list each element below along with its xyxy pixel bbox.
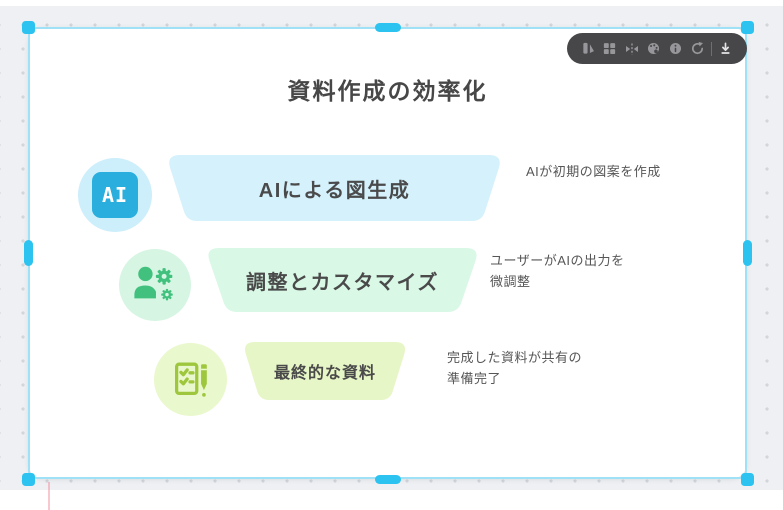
step-banner-1[interactable]: AIによる図生成 <box>166 155 503 221</box>
checklist-pen-icon[interactable] <box>154 343 227 416</box>
selection-handle-bottom-right[interactable] <box>740 472 754 486</box>
download-button[interactable] <box>718 41 734 57</box>
layout-icon <box>604 43 616 55</box>
diagram-title: 資料作成の効率化 <box>287 78 488 104</box>
refresh-button[interactable] <box>689 41 705 57</box>
flip-horizontal-icon <box>625 43 638 54</box>
download-icon <box>721 42 731 54</box>
step-note-2: ユーザーがAIの出力を 微調整 <box>490 253 625 289</box>
bottom-strip <box>0 490 783 510</box>
selection-handle-left-middle[interactable] <box>23 240 33 266</box>
banner-shape <box>245 342 406 400</box>
snap-guide-line <box>48 482 50 510</box>
selection-handle-top-left[interactable] <box>21 20 35 34</box>
selection-handle-top-middle[interactable] <box>374 22 401 32</box>
step-banner-2[interactable]: 調整とカスタマイズ <box>205 248 480 312</box>
step-label: 最終的な資料 <box>273 365 376 382</box>
banner-shape <box>208 248 477 312</box>
palette-button[interactable] <box>646 41 662 57</box>
element-toolbar <box>567 33 747 64</box>
style-button[interactable] <box>580 41 596 57</box>
user-gear-icon[interactable] <box>119 249 191 321</box>
layout-button[interactable] <box>602 41 618 57</box>
flip-horizontal-button[interactable] <box>624 41 640 57</box>
checklist-pen-glyph <box>174 362 207 397</box>
toolbar-divider <box>711 41 713 56</box>
info-icon <box>669 42 681 55</box>
user-gear-glyph <box>134 266 173 301</box>
selection-handle-right-middle[interactable] <box>742 240 752 266</box>
step-note-1: AIが初期の図案を作成 <box>526 164 661 179</box>
step-label: 調整とカスタマイズ <box>246 271 439 294</box>
selection-handle-bottom-left[interactable] <box>21 472 35 486</box>
ai-square: AI <box>92 172 138 218</box>
step-label: AIによる図生成 <box>258 179 411 202</box>
ai-badge-text: AI <box>101 183 129 207</box>
step-banner-3[interactable]: 最終的な資料 <box>242 342 408 400</box>
selection-handle-top-right[interactable] <box>740 20 754 34</box>
refresh-icon <box>691 41 703 55</box>
style-icon <box>582 42 594 54</box>
ai-badge-icon[interactable]: AI <box>78 158 152 232</box>
banner-shape <box>169 155 500 221</box>
step-note-3: 完成した資料が共有の 準備完了 <box>447 350 583 386</box>
info-button[interactable] <box>667 41 683 57</box>
selection-handle-bottom-middle[interactable] <box>374 474 401 484</box>
palette-icon <box>648 42 660 55</box>
top-strip <box>0 0 783 6</box>
